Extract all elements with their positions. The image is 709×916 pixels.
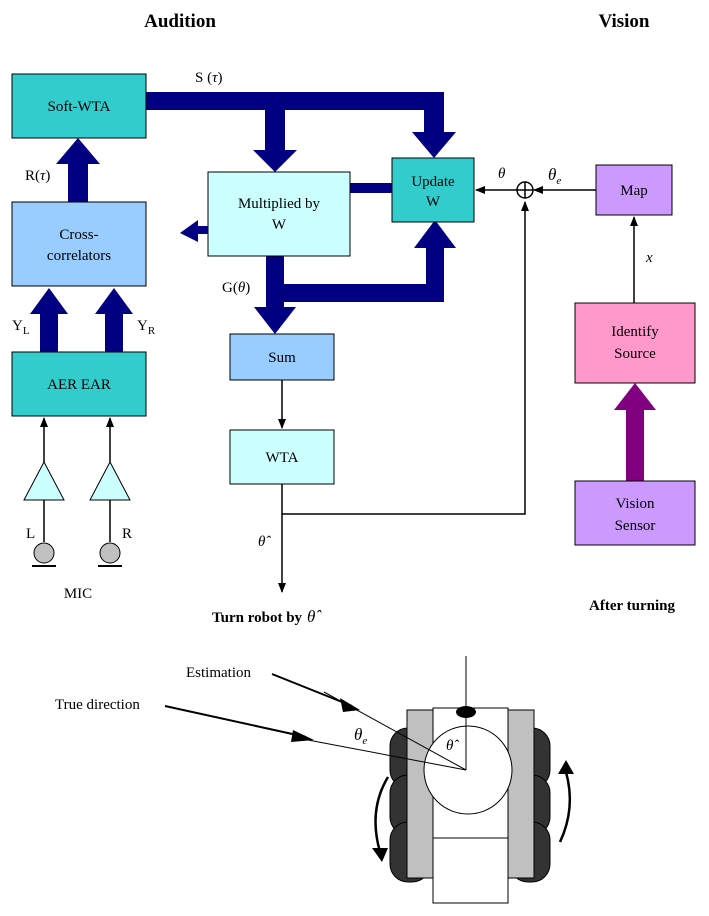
arrow-multiplied-left <box>180 220 198 242</box>
map-label: Map <box>620 183 648 199</box>
theta-label: θ <box>498 166 506 182</box>
true-direction-line <box>307 739 467 771</box>
multiplied-label-2: W <box>272 217 287 233</box>
multiplied-label-1: Multiplied by <box>238 196 321 212</box>
thin-arrows <box>40 186 638 593</box>
theta-hat-label: θ̂ <box>258 534 271 550</box>
robot-theta-e-label: θe <box>354 725 367 747</box>
s-tau-bus <box>146 92 442 110</box>
map-box: Map <box>595 164 673 216</box>
mic-r-label: R <box>122 526 132 542</box>
true-direction-callout <box>164 705 307 738</box>
update-box: Update W <box>391 157 475 223</box>
identify-source-box: Identify Source <box>574 302 696 384</box>
sum-box: Sum <box>229 333 335 381</box>
identify-label-2: Source <box>614 346 656 362</box>
s-tau-label: S (τ) <box>195 70 222 86</box>
feedback-line <box>282 201 529 515</box>
aer-ear-label: AER EAR <box>47 377 111 393</box>
multiplied-box: Multiplied by W <box>207 171 351 257</box>
thick-navy-arrows <box>30 92 456 352</box>
mic-label: MIC <box>64 586 92 602</box>
aer-ear-box: AER EAR <box>11 351 147 417</box>
cross-correlators-box: Cross- correlators <box>11 201 147 287</box>
mic-left <box>32 542 56 567</box>
theta-e-label: θe <box>548 165 561 187</box>
true-direction-label: True direction <box>55 697 140 713</box>
r-tau-label: R(τ) <box>25 168 50 184</box>
vision-sensor-box: Vision Sensor <box>574 480 696 546</box>
amplifier-left <box>23 460 65 501</box>
sum-label: Sum <box>268 350 296 366</box>
update-label-1: Update <box>411 174 455 190</box>
mic-l-label: L <box>26 526 35 542</box>
update-label-2: W <box>426 194 441 210</box>
arrow-to-update-bottom <box>414 220 456 248</box>
audition-header: Audition <box>144 11 216 32</box>
yl-label: YL <box>12 318 30 337</box>
g-theta-label: G(θ) <box>222 280 250 296</box>
rotate-right-arrow <box>558 771 572 843</box>
after-turning-label: After turning <box>589 598 675 614</box>
rotate-left-arrow <box>374 776 390 853</box>
identify-label-1: Identify <box>611 324 659 340</box>
summing-junction <box>516 181 534 199</box>
amplifier-right <box>89 460 131 501</box>
x-label: x <box>645 250 653 266</box>
arrow-yl <box>30 288 68 314</box>
soft-wta-label: Soft-WTA <box>48 99 111 115</box>
arrow-to-update-top <box>412 132 456 158</box>
robot-camera <box>456 706 476 718</box>
arrow-to-multiplied <box>253 150 297 172</box>
yr-label: YR <box>137 318 156 337</box>
estimation-callout <box>271 673 353 707</box>
robot-body <box>432 837 509 904</box>
wta-label: WTA <box>266 450 299 466</box>
cross-correlators-label-2: correlators <box>47 248 111 264</box>
arrow-yr <box>95 288 133 314</box>
soft-wta-box: Soft-WTA <box>11 73 147 139</box>
vision-header: Vision <box>598 11 649 32</box>
mic-right <box>98 542 122 567</box>
robot-head <box>423 725 513 815</box>
vision-sensor-label-1: Vision <box>615 496 655 512</box>
arrow-to-sum <box>254 307 296 334</box>
vision-sensor-label-2: Sensor <box>615 518 656 534</box>
vision-thick-arrow <box>614 383 656 481</box>
robot-illustration: Estimation True direction θe θ̂ <box>55 656 574 904</box>
cross-correlators-label-1: Cross- <box>59 227 98 243</box>
wta-box: WTA <box>229 429 335 485</box>
estimation-label: Estimation <box>186 665 251 681</box>
arrow-cross-to-softwta <box>56 138 100 164</box>
